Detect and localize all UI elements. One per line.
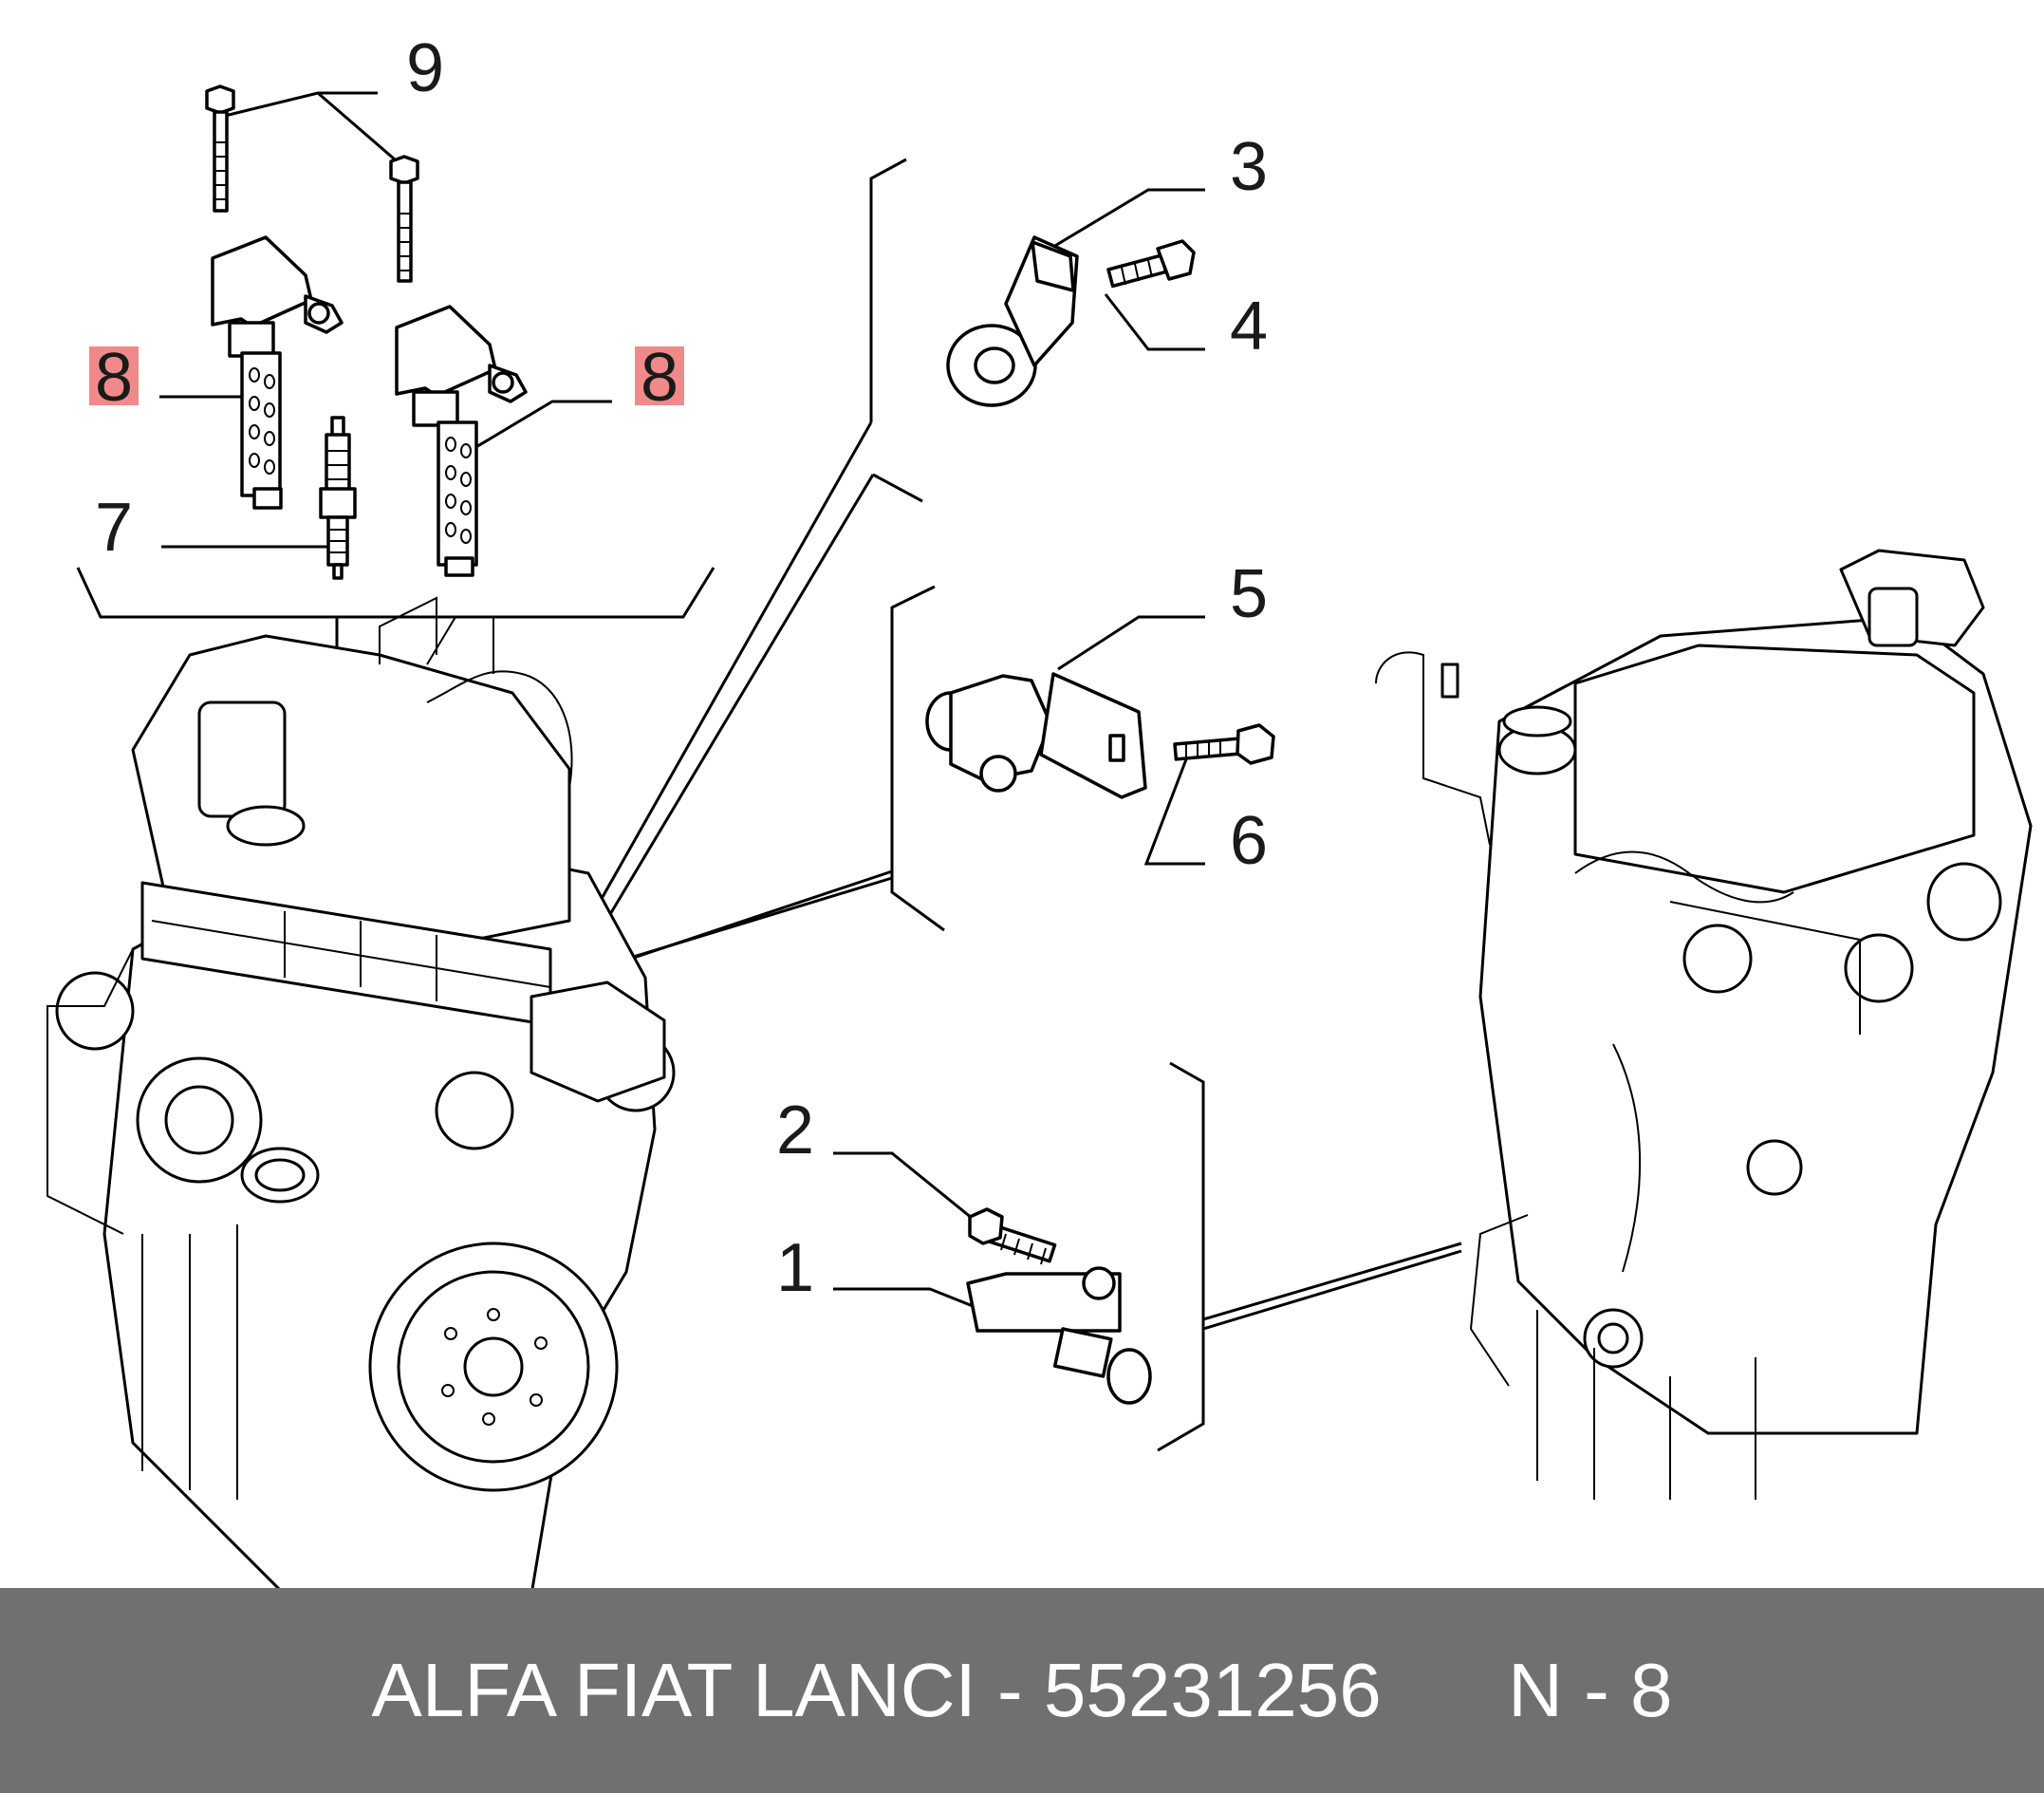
callout-9: 9 [406, 30, 444, 106]
callout-6: 6 [1230, 803, 1268, 879]
bolt-2 [968, 1207, 1057, 1265]
callout-5: 5 [1230, 556, 1268, 632]
callout-4: 4 [1230, 289, 1268, 364]
callout-8-right-highlight [635, 346, 684, 405]
bolt-9-left [205, 84, 235, 213]
ignition-coil-left [211, 235, 344, 510]
callout-8-right: 8 [641, 340, 678, 416]
engine-left [46, 596, 676, 1588]
ignition-coil-right [395, 305, 528, 577]
crankshaft-sensor [966, 1266, 1152, 1405]
callout-3: 3 [1230, 129, 1268, 205]
callout-1: 1 [776, 1230, 814, 1306]
camshaft-sensor [925, 672, 1147, 799]
callout-8-left: 8 [95, 340, 133, 416]
footer-bar: ALFA FIAT LANCI - 55231256 N - 8 [0, 1588, 2044, 1793]
bolt-9-right [389, 155, 419, 283]
callout-7: 7 [95, 490, 133, 566]
engine-right [1375, 549, 2033, 1500]
spark-plug [319, 416, 357, 580]
bolt-6 [1173, 723, 1275, 765]
footer-part-label: ALFA FIAT LANCI - 55231256 N - 8 [371, 1648, 1673, 1732]
callout-8-left-highlight [89, 346, 139, 405]
callout-2: 2 [776, 1093, 814, 1168]
bolt-4 [1106, 239, 1196, 289]
leader-lines [159, 91, 1205, 1310]
parts-diagram: 9 8 8 7 3 4 5 6 2 1 [46, 30, 2033, 1588]
knock-sensor [946, 235, 1079, 407]
